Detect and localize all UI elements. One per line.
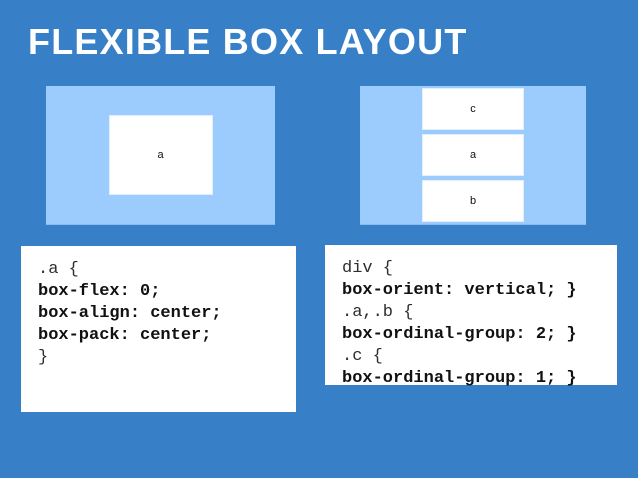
code-panel-right: div { box-orient: vertical; } .a,.b { box-o… <box>325 245 617 388</box>
demo-box-a: a <box>422 134 524 176</box>
flex-demo-right-container: c a b <box>360 86 586 225</box>
demo-box-c: c <box>422 88 524 130</box>
code-line: } <box>38 348 49 367</box>
code-line: box-pack: center; <box>38 326 212 345</box>
code-line: .a,.b { <box>342 303 414 322</box>
code-line: box-orient: vertical; } <box>342 281 577 300</box>
code-line: box-ordinal-group: 1; } <box>342 369 577 388</box>
code-line: .c { <box>342 347 383 366</box>
demo-box-label: a <box>469 149 477 161</box>
demo-box-a: a <box>108 115 213 195</box>
demo-box-label: b <box>469 195 477 207</box>
page-title: FLEXIBLE BOX LAYOUT <box>28 21 468 62</box>
code-line: box-align: center; <box>38 304 222 323</box>
demo-box-label: a <box>157 149 164 161</box>
code-line: div { <box>342 259 394 278</box>
code-line: box-flex: 0; <box>38 282 161 301</box>
code-panel-left: .a { box-flex: 0; box-align: center; box-pa… <box>21 246 296 412</box>
demo-box-b: b <box>422 180 524 222</box>
code-line: box-ordinal-group: 2; } <box>342 325 577 344</box>
flex-demo-left-container: a <box>46 86 275 225</box>
demo-box-label: c <box>470 103 476 115</box>
code-line: .a { <box>38 260 79 279</box>
